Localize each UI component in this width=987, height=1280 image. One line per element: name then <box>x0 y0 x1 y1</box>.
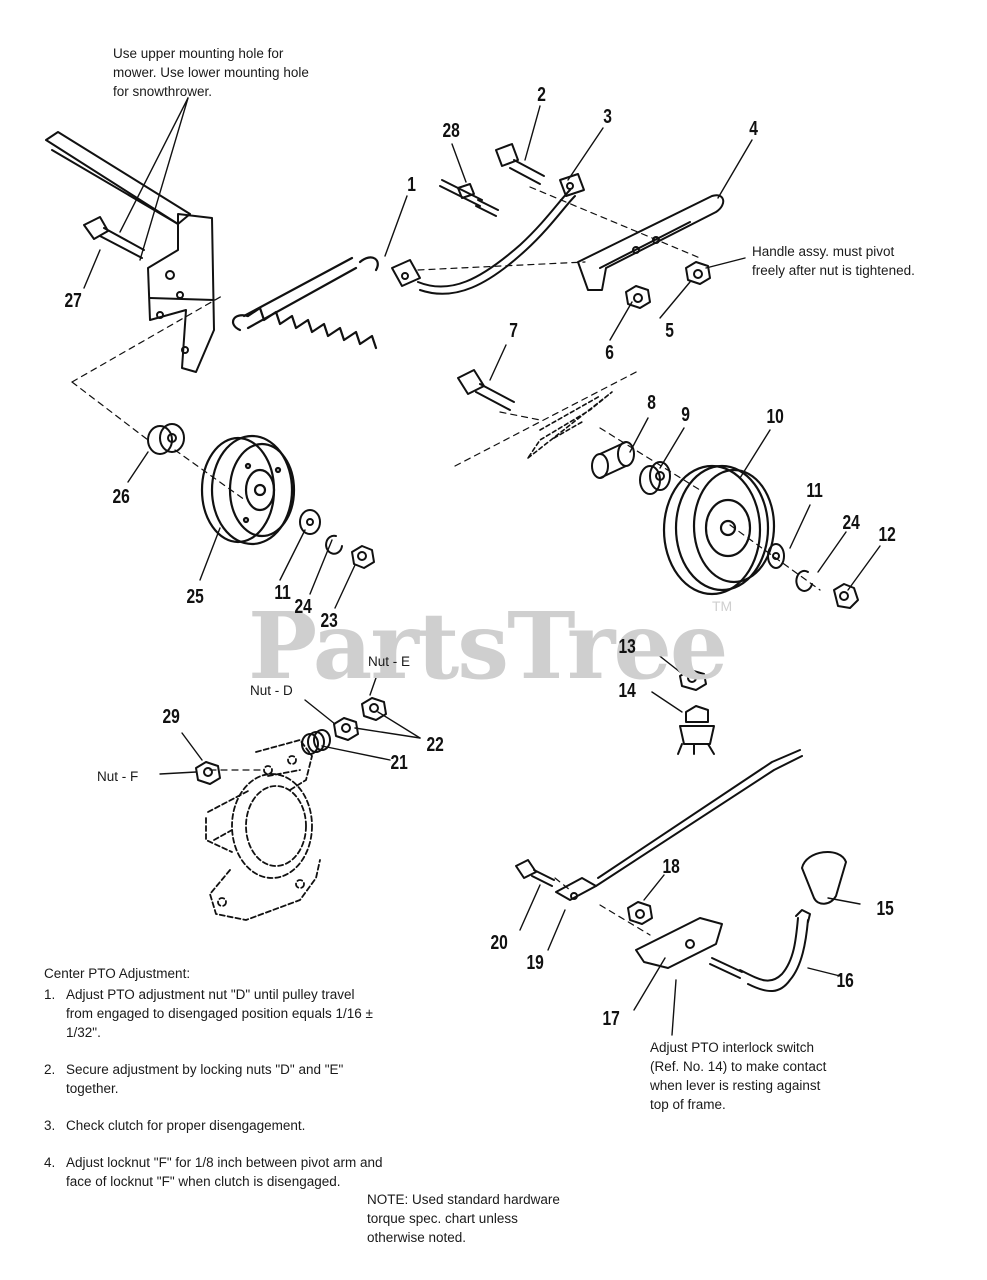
callout-6: 6 <box>605 342 614 364</box>
callout-20: 20 <box>490 932 508 954</box>
alignment-lines <box>71 186 821 936</box>
callout-25: 25 <box>186 586 204 608</box>
callout-24-right: 24 <box>842 512 860 534</box>
pulley-25 <box>200 434 296 546</box>
step-text: Adjust locknut "F" for 1/8 inch between … <box>66 1155 383 1189</box>
callout-10: 10 <box>766 406 784 428</box>
step-number: 4. <box>44 1155 56 1170</box>
rod-19 <box>555 749 803 901</box>
clutch-housing <box>205 739 321 921</box>
step-text: Secure adjustment by locking nuts "D" an… <box>66 1062 344 1096</box>
callout-5: 5 <box>665 320 674 342</box>
step-number: 1. <box>44 987 56 1002</box>
mounting-hole-note: Use upper mounting hole for mower. Use l… <box>113 46 309 99</box>
callout-24: 24 <box>294 596 312 618</box>
spacer-8 <box>591 441 635 479</box>
handle-4 <box>577 194 725 291</box>
step-text: Check clutch for proper disengagement. <box>66 1118 306 1133</box>
knob-15 <box>801 850 847 905</box>
callout-29: 29 <box>162 706 180 728</box>
callout-9: 9 <box>681 404 690 426</box>
callout-16: 16 <box>836 970 854 992</box>
bolt-20 <box>515 859 555 887</box>
nut-6-5 <box>625 261 711 309</box>
step-text: Adjust PTO adjustment nut "D" until pull… <box>66 987 373 1040</box>
callout-8: 8 <box>647 392 656 414</box>
pto-bracket-27 <box>45 131 215 373</box>
callout-4: 4 <box>749 118 758 140</box>
pto-adjustment-heading: Center PTO Adjustment: <box>44 966 191 981</box>
step-number: 2. <box>44 1062 56 1077</box>
hardware-note: NOTE: Used standard hardware torque spec… <box>367 1192 560 1245</box>
callout-12: 12 <box>878 524 896 546</box>
nut-d-label: Nut - D <box>250 683 293 698</box>
callout-2: 2 <box>537 84 546 106</box>
bolt-2 <box>495 143 545 185</box>
lever-plate-17 <box>635 917 743 979</box>
watermark: PartsTree <box>248 592 728 700</box>
callout-7: 7 <box>509 320 518 342</box>
handle-assy-note: Handle assy. must pivot freely after nut… <box>752 244 915 278</box>
shift-lever-16 <box>739 909 811 992</box>
callout-1: 1 <box>407 174 416 196</box>
nut-f-label: Nut - F <box>97 769 139 784</box>
callout-19: 19 <box>526 952 544 974</box>
spacer-26 <box>147 423 185 455</box>
watermark-tm: TM <box>712 598 733 614</box>
leader-lines <box>83 97 881 1036</box>
spring-1 <box>231 256 379 350</box>
callout-23: 23 <box>320 610 338 632</box>
callout-26: 26 <box>112 486 130 508</box>
hardware-left <box>299 509 375 569</box>
interlock-switch-14 <box>677 705 715 755</box>
callout-11-right: 11 <box>806 480 823 502</box>
callout-22: 22 <box>426 734 444 756</box>
pto-step: 4. Adjust locknut "F" for 1/8 inch betwe… <box>44 1153 384 1191</box>
hardware-right <box>767 543 859 609</box>
nut-18 <box>627 901 653 925</box>
callout-21: 21 <box>390 752 408 774</box>
plate-bracket <box>527 391 613 459</box>
callout-27: 27 <box>64 290 82 312</box>
spring-21 <box>301 729 331 755</box>
bolt-7 <box>457 369 515 411</box>
nut-f <box>195 761 221 785</box>
nut-13 <box>679 669 707 691</box>
callout-18: 18 <box>662 856 680 878</box>
bushing-9 <box>639 461 671 495</box>
rod-3 <box>391 173 585 295</box>
stud-28 <box>439 179 499 217</box>
callout-17: 17 <box>602 1008 620 1030</box>
nut-e-label: Nut - E <box>368 654 411 669</box>
callout-3: 3 <box>603 106 612 128</box>
pto-adjustment-instructions: Center PTO Adjustment: 1. Adjust PTO adj… <box>44 964 384 1209</box>
callout-28: 28 <box>442 120 460 142</box>
pto-step: 1. Adjust PTO adjustment nut "D" until p… <box>44 985 384 1042</box>
callout-13: 13 <box>618 636 636 658</box>
callout-15: 15 <box>876 898 894 920</box>
nuts-d-e <box>333 697 387 741</box>
step-number: 3. <box>44 1118 56 1133</box>
pulley-10 <box>662 464 776 596</box>
pto-step: 3. Check clutch for proper disengagement… <box>44 1116 384 1135</box>
callout-14: 14 <box>618 680 636 702</box>
interlock-note: Adjust PTO interlock switch (Ref. No. 14… <box>650 1040 827 1112</box>
callout-11: 11 <box>274 582 291 604</box>
pto-step: 2. Secure adjustment by locking nuts "D"… <box>44 1060 384 1098</box>
